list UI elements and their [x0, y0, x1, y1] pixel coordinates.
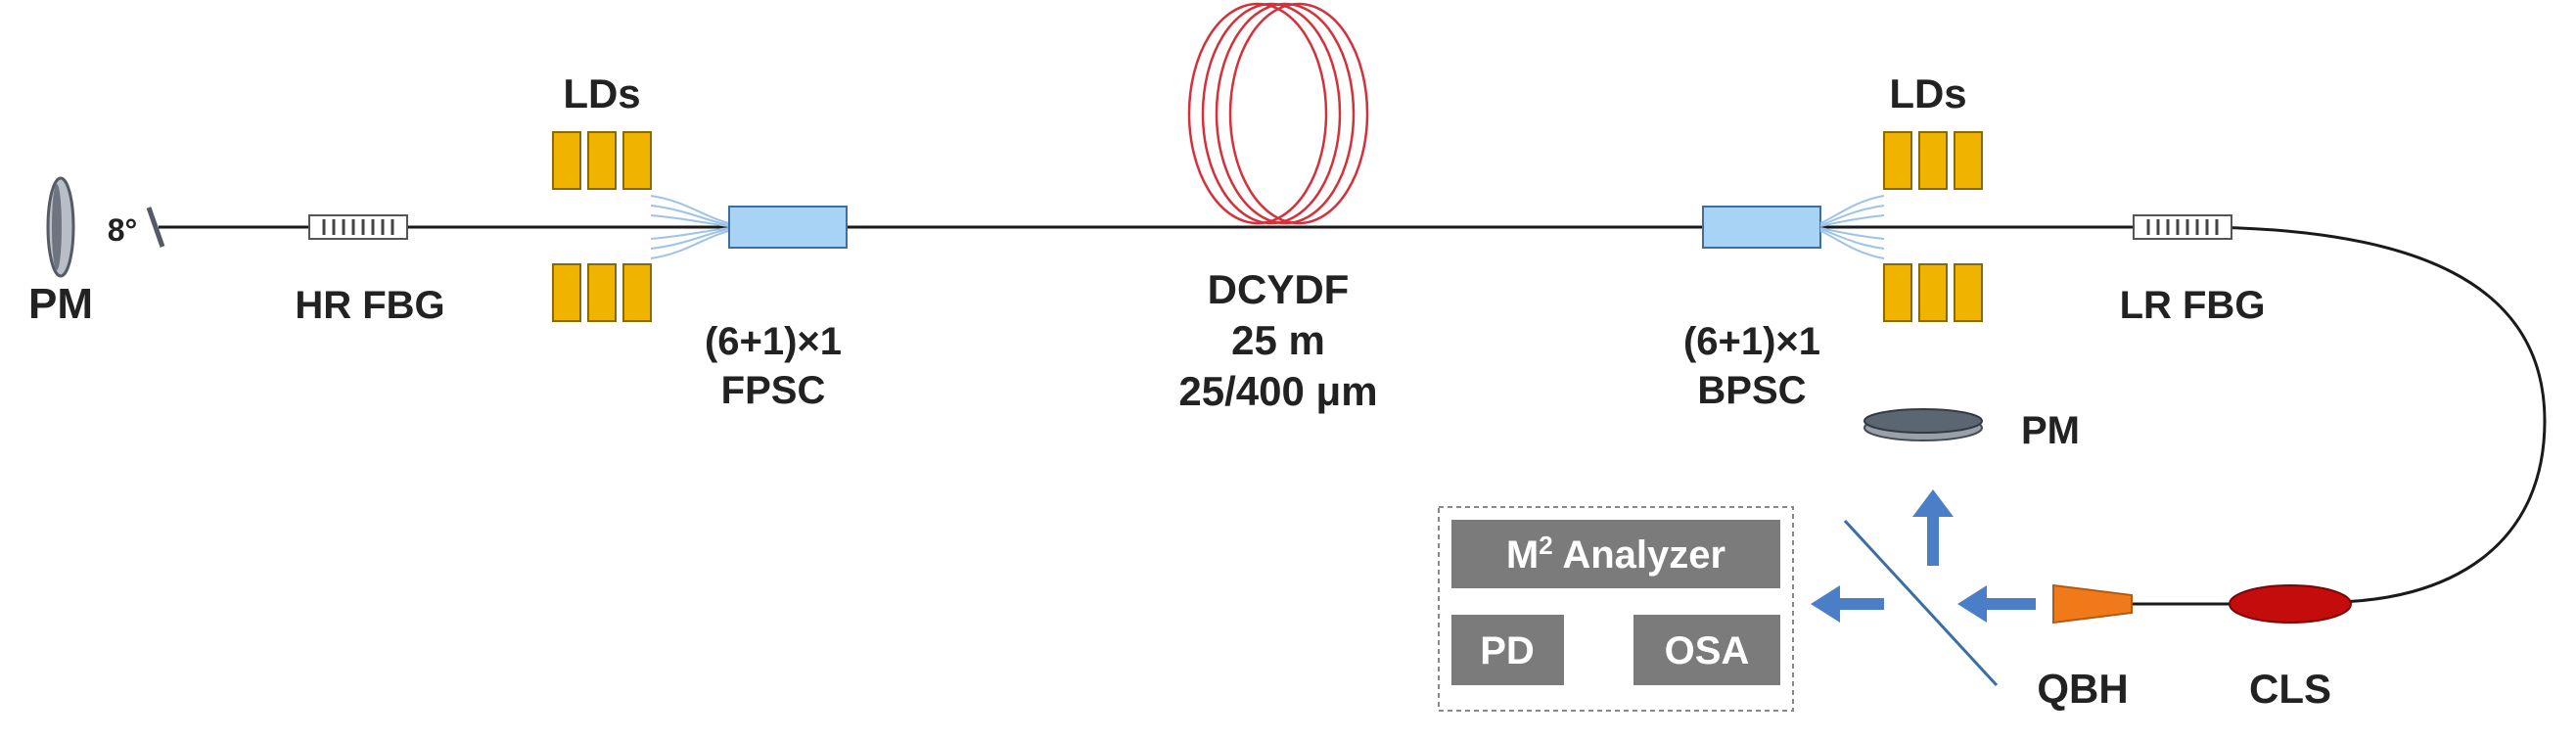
laser-diodes-right: [1883, 131, 1983, 322]
osa-box: [1633, 615, 1780, 685]
pd-box: [1451, 615, 1564, 685]
ld-right-bot-1: [1883, 263, 1912, 322]
lds-right-label: LDs: [1889, 70, 1966, 116]
ld-left-bot-2: [587, 263, 617, 322]
ld-right-bot-2: [1918, 263, 1948, 322]
m2-analyzer-box: [1451, 520, 1780, 588]
ld-right-top-1: [1883, 131, 1912, 190]
cls-stripper: [2229, 584, 2352, 624]
pd-label: PD: [1480, 629, 1535, 672]
hr-fbg: [308, 214, 408, 240]
pump-fibers-right: [1819, 195, 1885, 259]
power-meter-left: [46, 176, 75, 278]
ld-left-top-2: [587, 131, 617, 190]
m2-letter: M: [1506, 533, 1539, 577]
qbh-connector: [2052, 583, 2133, 625]
ld-left-top-1: [552, 131, 581, 190]
main-fiber: [159, 225, 2547, 606]
bpsc-label-line2: BPSC: [1697, 369, 1806, 412]
ld-left-top-3: [622, 131, 652, 190]
bpsc-combiner: [1702, 206, 1821, 249]
m2-analyzer-word: Analyzer: [1553, 533, 1725, 577]
dcydf-label-line2: 25 m: [1231, 317, 1325, 363]
arrow-up-to-pm: [1912, 489, 1954, 566]
diagnostics-group: M2 Analyzer PD OSA: [1438, 506, 1794, 712]
fpsc-label-line1: (6+1)×1: [705, 320, 842, 363]
cls-label: CLS: [2249, 666, 2331, 712]
power-meter-right: [1863, 408, 1983, 441]
pump-fibers-left: [650, 195, 730, 259]
pm-right-label: PM: [2021, 409, 2080, 452]
ld-left-bot-1: [552, 263, 581, 322]
fpsc-label-line2: FPSC: [721, 369, 826, 412]
fpsc-combiner: [728, 206, 848, 249]
dcydf-label-line1: DCYDF: [1208, 266, 1350, 312]
lr-fbg: [2133, 214, 2232, 240]
osa-label: OSA: [1665, 629, 1750, 672]
ld-right-top-2: [1918, 131, 1948, 190]
angled-cleave-end: [146, 207, 165, 248]
bpsc-label-line1: (6+1)×1: [1683, 320, 1820, 363]
ld-right-bot-3: [1954, 263, 1983, 322]
arrow-left-to-diagnostics: [1811, 585, 1884, 623]
lr-fbg-label: LR FBG: [2120, 284, 2266, 327]
qbh-label: QBH: [2037, 666, 2128, 712]
ld-right-top-3: [1954, 131, 1983, 190]
m2-analyzer-label: M2 Analyzer: [1506, 531, 1725, 577]
beam-splitter: [1843, 519, 1999, 687]
hr-fbg-label: HR FBG: [295, 284, 444, 327]
arrow-left-into-splitter: [1957, 585, 2036, 623]
lds-left-label: LDs: [563, 70, 640, 116]
dcydf-label-line3: 25/400 μm: [1178, 368, 1377, 414]
pm-left-label: PM: [28, 280, 93, 328]
angle-label: 8°: [108, 212, 138, 248]
laser-diodes-left: [552, 131, 652, 322]
ld-left-bot-3: [622, 263, 652, 322]
dcydf-fiber-coil: [1187, 2, 1369, 225]
m2-superscript: 2: [1539, 531, 1552, 560]
